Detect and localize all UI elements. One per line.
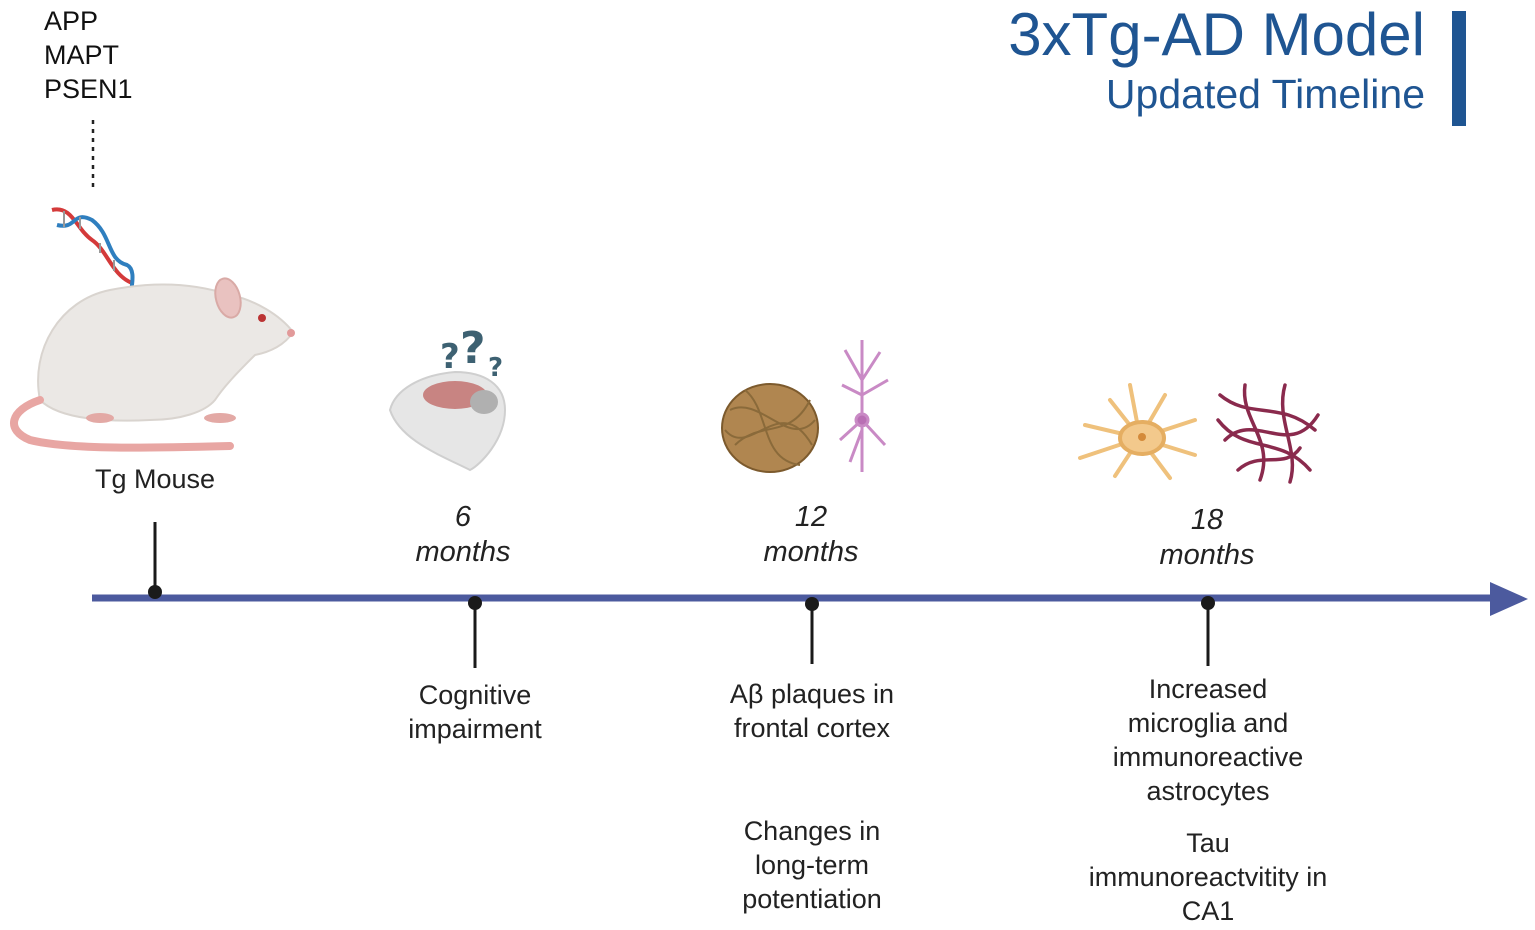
svg-text:?: ? (460, 323, 486, 374)
dot-start (148, 585, 162, 599)
event-abeta-plaques: Aβ plaques in frontal cortex (729, 679, 895, 743)
timepoint-12-unit: months (763, 536, 859, 568)
timepoint-18-unit: months (1159, 539, 1255, 571)
neuron-icon (838, 340, 889, 472)
timepoint-6-number: 6 (454, 501, 472, 533)
dot-12-months (805, 597, 819, 611)
timepoint-18-label: 18 months (1107, 503, 1307, 573)
dot-18-months (1201, 596, 1215, 610)
event-tau-ca1: Tau immunoreactvitity in CA1 (1088, 828, 1328, 926)
svg-text:?: ? (488, 353, 503, 383)
event-microglia-astrocytes: Increased microglia and immunoreactive a… (1112, 674, 1304, 806)
mouse-label: Tg Mouse (94, 464, 216, 494)
gene-list: APP MAPT PSEN1 (44, 4, 133, 106)
confused-mouse-brain-icon: ? ? ? (388, 323, 507, 472)
amyloid-plaque-icon (721, 383, 819, 473)
timepoint-6-label: 6 months (363, 500, 563, 570)
title-accent-bar (1452, 11, 1466, 126)
timepoint-12-label: 12 months (711, 500, 911, 570)
timepoint-12-number: 12 (794, 501, 828, 533)
astrocyte-icon (1078, 383, 1197, 480)
mouse-icon (10, 277, 295, 452)
event-cognitive-impairment: Cognitive impairment (408, 680, 542, 744)
gene-psen1: PSEN1 (44, 74, 133, 104)
page-title: 3xTg-AD Model (1008, 1, 1425, 68)
timepoint-6-unit: months (415, 536, 511, 568)
gene-mapt: MAPT (44, 40, 120, 70)
timepoint-18-number: 18 (1190, 504, 1224, 536)
svg-text:?: ? (440, 337, 460, 377)
gene-app: APP (44, 6, 99, 36)
title-block: 3xTg-AD Model Updated Timeline (1008, 2, 1425, 120)
timeline-ticks (153, 522, 1210, 668)
event-ltp-changes: Changes in long-term potentiation (742, 816, 882, 914)
dna-icon (51, 207, 135, 292)
tau-tangle-icon (1216, 383, 1320, 484)
page-subtitle: Updated Timeline (1105, 71, 1425, 117)
timeline-arrowhead (1490, 582, 1528, 616)
dot-6-months (468, 596, 482, 610)
